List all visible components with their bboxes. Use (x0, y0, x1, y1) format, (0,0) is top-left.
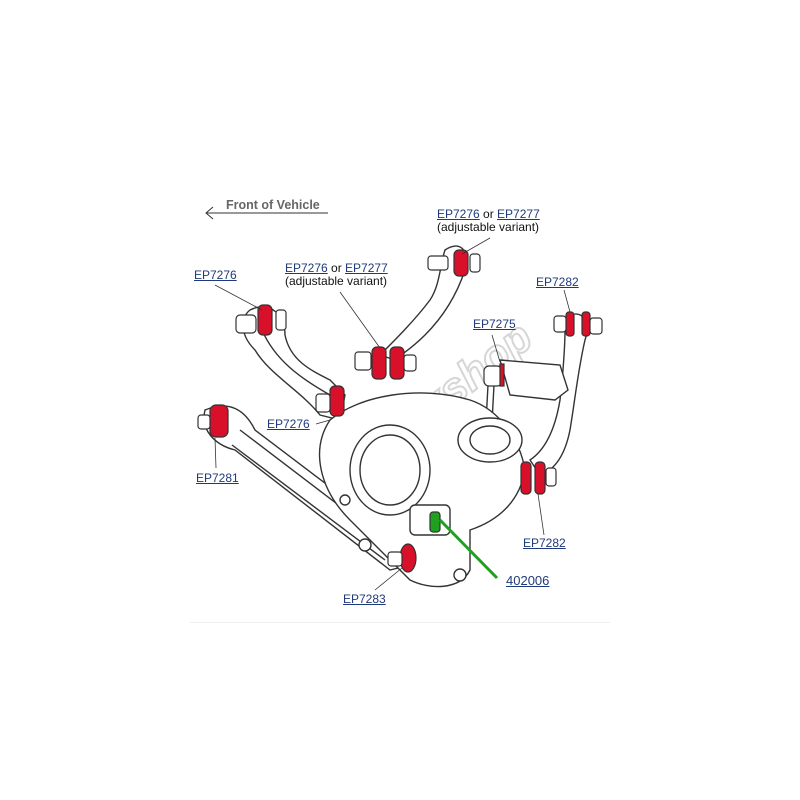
bushing-left-outer (235, 304, 287, 336)
label-upper-front: EP7276 or EP7277 (adjustable variant) (285, 262, 388, 288)
note: (adjustable variant) (285, 274, 388, 288)
knuckle (318, 392, 526, 588)
link-ep7281[interactable]: EP7281 (196, 471, 239, 485)
bushings (197, 249, 603, 573)
link-ep7283[interactable]: EP7283 (343, 592, 386, 606)
link-ep7277-upper-rear[interactable]: EP7277 (497, 207, 540, 221)
label-trailing-arm: EP7281 (196, 472, 239, 485)
bushing-right-lower (520, 461, 557, 495)
link-ep7282-upper[interactable]: EP7282 (536, 275, 579, 289)
divider (190, 622, 610, 623)
hub-callout-arrow (438, 518, 499, 580)
label-right-upper: EP7282 (536, 276, 579, 289)
leader-lines (214, 237, 571, 591)
label-right-lower: EP7282 (523, 537, 566, 550)
label-left-arm-outer: EP7276 (194, 269, 237, 282)
joiner: or (327, 261, 346, 275)
upper-rear-arm (378, 245, 467, 361)
link-ep7276-left-inner[interactable]: EP7276 (267, 417, 310, 431)
label-upper-rear: EP7276 or EP7277 (adjustable variant) (437, 208, 540, 234)
link-ep7282-lower[interactable]: EP7282 (523, 536, 566, 550)
bushing-hub (429, 511, 441, 533)
link-ep7276-upper-rear[interactable]: EP7276 (437, 207, 480, 221)
link-402006[interactable]: 402006 (506, 573, 550, 588)
link-ep7275[interactable]: EP7275 (473, 317, 516, 331)
label-toe-link: EP7275 (473, 318, 516, 331)
label-left-arm-inner: EP7276 (267, 418, 310, 431)
bushing-upper-rear (427, 249, 481, 277)
label-hub-bush: 402006 (506, 574, 549, 587)
bushing-left-inner (315, 385, 345, 417)
bushing-upper-front (354, 346, 417, 380)
note: (adjustable variant) (437, 220, 540, 234)
bushing-toe-link (483, 363, 505, 387)
link-ep7277-upper-front[interactable]: EP7277 (345, 261, 388, 275)
front-of-vehicle-label: Front of Vehicle (226, 198, 320, 212)
bushing-trailing-arm (197, 404, 229, 438)
bushing-lower-knuckle (387, 543, 417, 573)
link-ep7276-upper-front[interactable]: EP7276 (285, 261, 328, 275)
joiner: or (479, 207, 498, 221)
label-lower-knuckle: EP7283 (343, 593, 386, 606)
left-arrow-icon (205, 206, 328, 220)
link-ep7276-left-outer[interactable]: EP7276 (194, 268, 237, 282)
